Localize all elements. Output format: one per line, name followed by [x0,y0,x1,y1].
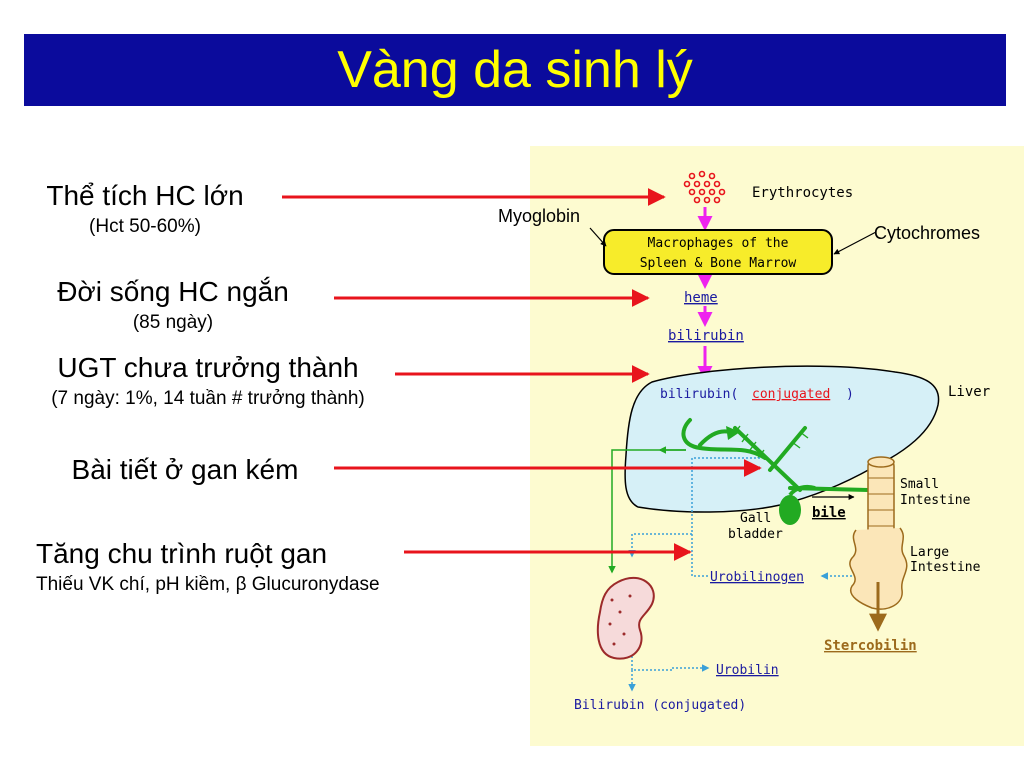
gall-bladder [779,495,801,525]
stercobilin-label: Stercobilin [824,638,917,654]
urobilin-label: Urobilin [716,663,779,678]
erythrocytes-label: Erythrocytes [752,185,853,201]
cause-5: Tăng chu trình ruột gan Thiếu VK chí, pH… [36,538,466,596]
cause-1-sub: (Hct 50-60%) [89,216,201,237]
liver-shape [624,365,940,513]
erythrocytes-icon [683,170,726,204]
bile-label: bile [812,505,846,521]
macrophages-box [603,229,833,275]
bilirubin-conjugated-label-b: conjugated [752,387,830,402]
urobilinogen-label: Urobilinogen [710,570,804,585]
title-bar: Vàng da sinh lý [24,34,1006,106]
cause-1-main: Thể tích HC lớn [46,180,244,211]
bile-duct-hatch [733,425,809,459]
small-intestine-label-1: Small [900,477,939,492]
enterohepatic-circulation [628,457,852,692]
kidney-icon [596,576,655,660]
cause-4-main: Bài tiết ở gan kém [71,454,299,485]
gall-label-2: bladder [728,527,783,542]
cytochromes-pointer [833,231,877,255]
myoglobin-callout: Myoglobin [498,206,581,226]
bilirubin-conjugated-label-a: bilirubin( [660,387,738,402]
large-intestine-label-1: Large [910,545,949,560]
bilirubin-conjugated-label-c: ) [846,387,854,402]
cause-4: Bài tiết ở gan kém [40,454,330,486]
large-intestine-label-2: Intestine [910,560,981,575]
cause-5-main: Tăng chu trình ruột gan [36,538,328,569]
cause-3-sub: (7 ngày: 1%, 14 tuần # trưởng thành) [51,388,365,409]
page-title: Vàng da sinh lý [337,41,693,99]
large-intestine [849,527,908,610]
macrophages-line1: Macrophages of the [648,236,789,251]
cause-2-main: Đời sống HC ngắn [57,276,289,307]
cause-3: UGT chưa trưởng thành (7 ngày: 1%, 14 tu… [12,352,404,410]
cause-2-sub: (85 ngày) [132,312,214,333]
cytochromes-callout: Cytochromes [874,223,981,243]
bilirubin-urine-label: Bilirubin (conjugated) [574,698,746,713]
heme-label: heme [684,290,718,306]
liver-label: Liver [948,384,990,400]
bilirubin-to-kidney [608,446,686,574]
bile-duct-arrowhead [726,426,740,440]
myoglobin-pointer [589,227,607,247]
macrophages-line2: Spleen & Bone Marrow [640,256,797,271]
small-intestine-label-2: Intestine [900,493,971,508]
bile-ducts [681,418,870,492]
cause-5-sub: Thiếu VK chí, pH kiềm, β Glucuronydase [36,574,380,595]
cause-3-main: UGT chưa trưởng thành [57,352,359,383]
cause-1: Thể tích HC lớn (Hct 50-60%) [20,180,270,238]
gall-label-1: Gall [740,511,771,526]
cause-2: Đời sống HC ngắn (85 ngày) [28,276,318,334]
bilirubin-label: bilirubin [668,328,744,344]
